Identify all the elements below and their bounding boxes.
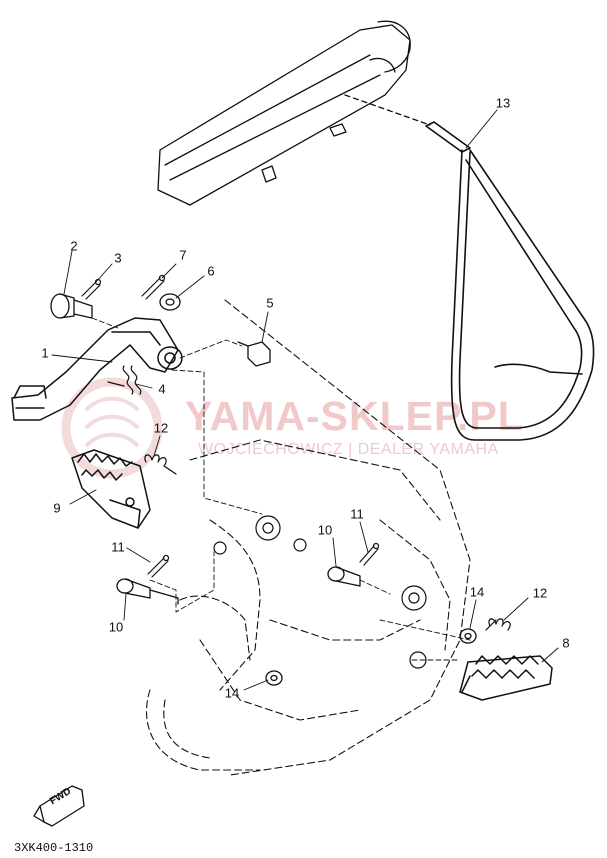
reference-code: 3XK400-1310 [14,841,94,855]
callout-7: 7 [179,247,187,263]
pin-11-left [147,554,170,578]
washer-6 [159,293,181,311]
callout-9: 9 [53,500,61,516]
footrest-left-9 [71,449,151,529]
frame-rail [157,20,431,206]
footrest-spring-12-right [485,618,511,631]
stand-13 [425,121,595,441]
pin-10-right [327,566,361,587]
watermark-title: YAMA-SKLEP.PL [185,393,524,439]
frame-lower [146,299,471,776]
washer-14-right [459,628,477,644]
callout-11-left: 11 [111,539,125,555]
bolt-5 [237,341,271,367]
cotter-pin-7 [141,274,166,300]
footrest-right-8 [459,655,553,701]
cotter-pin-3 [81,278,102,300]
assembly-paths [91,317,471,661]
pin-10-left [116,578,179,605]
callout-2: 2 [70,238,78,254]
leader-lines [51,109,559,691]
return-spring-4 [107,365,142,395]
callout-4: 4 [158,381,166,397]
callout-14-left: 14 [224,685,240,701]
callout-8: 8 [562,635,570,651]
pin-11-right [359,542,380,566]
callout-14-right: 14 [469,584,485,600]
callout-13: 13 [495,95,511,111]
callout-6: 6 [207,263,215,279]
frame-bosses [213,515,427,669]
callout-5: 5 [266,295,274,311]
callout-1: 1 [41,345,49,361]
pivot-bolt-2 [50,293,93,319]
footrest-spring-12-left [144,454,177,475]
watermark-subtitle: WOJCIECHOWICZ | DEALER YAMAHA [198,441,499,458]
washer-14-left [265,670,283,686]
callout-12-left: 12 [153,420,169,436]
callout-10-right: 10 [317,522,333,538]
callout-10-left: 10 [108,619,124,635]
fwd-arrow [33,785,85,827]
callout-11-right: 11 [350,506,364,522]
brake-pedal-1 [11,317,183,421]
callout-12-right: 12 [532,585,548,601]
callout-3: 3 [114,250,122,266]
